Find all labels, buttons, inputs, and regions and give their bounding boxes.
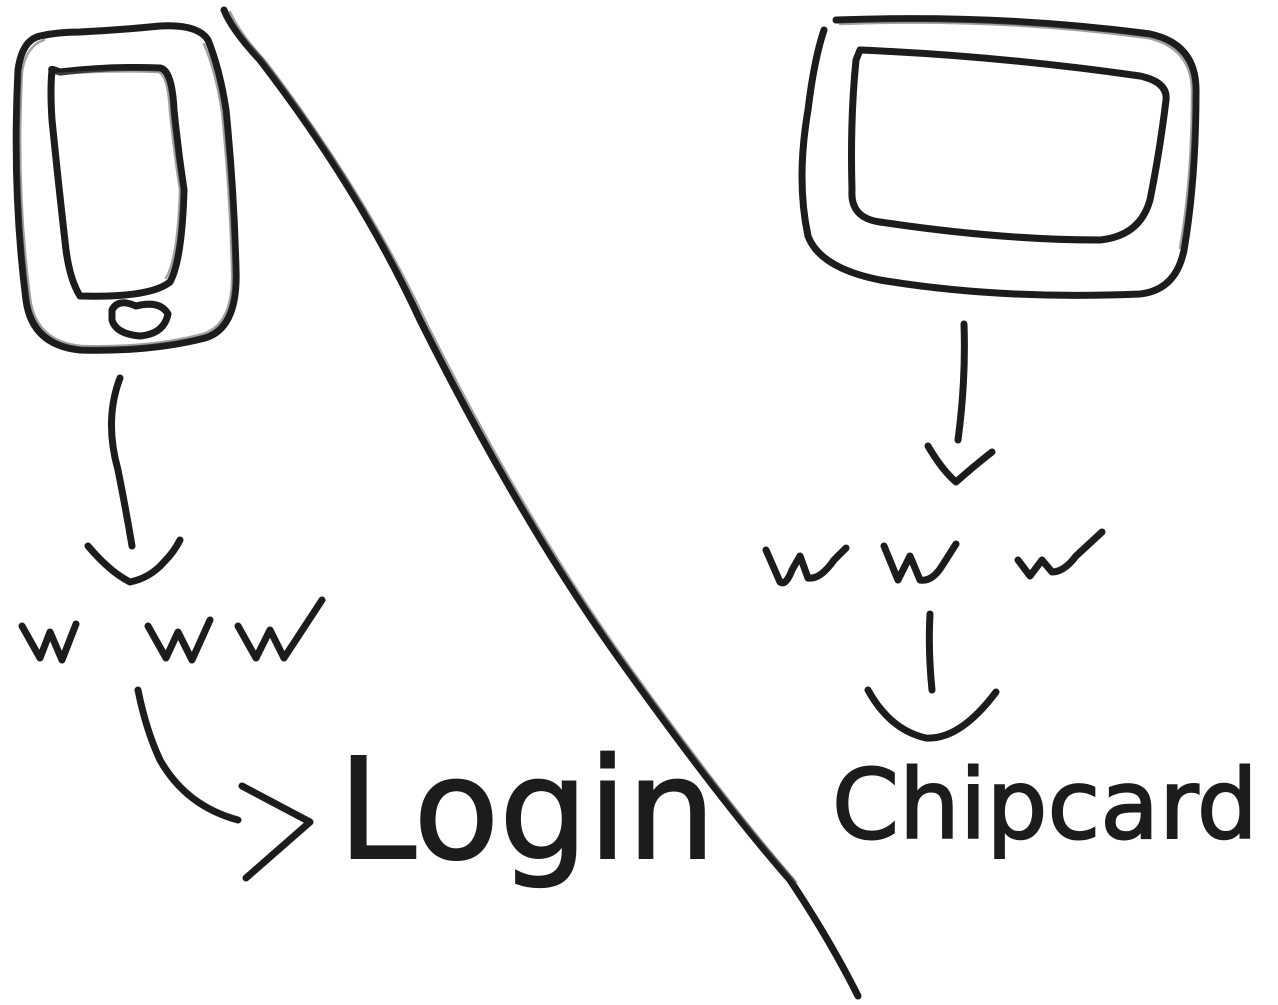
chipcard-label: Chipcard [832,749,1258,861]
arrow-www-to-chipcard [864,610,1000,742]
www-label-right-group: www [762,528,1106,587]
tablet-icon [798,15,1200,299]
smartphone-icon [12,22,240,354]
arrow-tablet-to-www [924,320,996,486]
arrow-www-to-login [134,686,314,882]
login-label: Login [338,729,716,892]
www-label-left-group: www [18,596,326,664]
arrow-phone-to-www [84,374,184,586]
divider-line [220,6,862,1000]
